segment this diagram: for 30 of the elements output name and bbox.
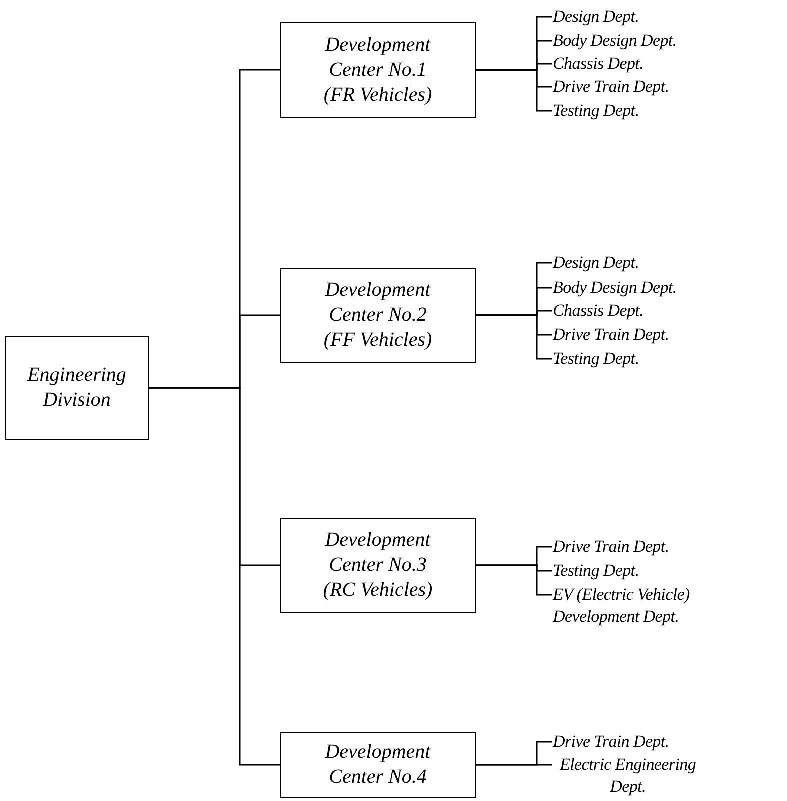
org-box [5, 336, 149, 440]
department-label: EV (Electric Vehicle) Development Dept. [553, 584, 743, 628]
department-label: Design Dept. [553, 6, 773, 28]
department-label: Chassis Dept. [553, 300, 773, 322]
org-box [280, 518, 476, 613]
department-label: Drive Train Dept. [553, 324, 773, 346]
node-text: Engineering Division [28, 363, 126, 413]
department-label: Testing Dept. [553, 348, 773, 370]
connector-line [476, 764, 552, 766]
org-box [280, 22, 476, 118]
department-label: Drive Train Dept. [553, 731, 773, 753]
department-label: Chassis Dept. [553, 53, 773, 75]
connector-line [476, 69, 552, 112]
department-label: Drive Train Dept. [553, 76, 773, 98]
node-text: Development Center No.3 (RC Vehicles) [322, 528, 434, 603]
node-text: Development Center No.4 [324, 740, 432, 790]
connector-line [476, 564, 552, 596]
department-label: Testing Dept. [553, 100, 773, 122]
node-text: Development Center No.2 (FF Vehicles) [322, 278, 434, 353]
department-label: Testing Dept. [553, 560, 773, 582]
department-label: Drive Train Dept. [553, 536, 773, 558]
node-text: Development Center No.1 (FR Vehicles) [322, 32, 434, 108]
org-box [280, 732, 476, 798]
org-box [280, 268, 476, 363]
department-label: Electric Engineering Dept. [553, 754, 703, 798]
department-label: Design Dept. [553, 252, 773, 274]
connector-line [476, 314, 552, 360]
department-label: Body Design Dept. [553, 30, 773, 52]
department-label: Body Design Dept. [553, 277, 773, 299]
connector-line [149, 387, 280, 766]
